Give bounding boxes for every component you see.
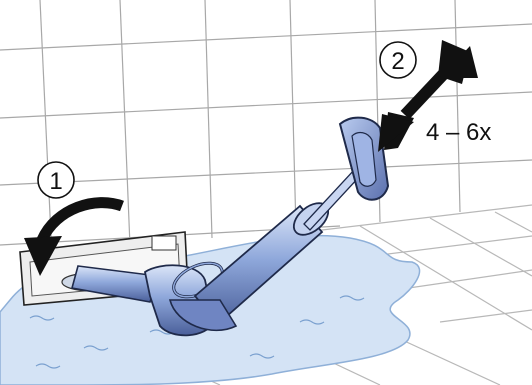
step-2-badge: 2 (380, 42, 416, 78)
step-1-badge: 1 (38, 162, 74, 198)
repeat-label: 4 – 6x (426, 119, 491, 146)
step-2-number: 2 (391, 48, 404, 75)
step-1-number: 1 (49, 168, 62, 195)
